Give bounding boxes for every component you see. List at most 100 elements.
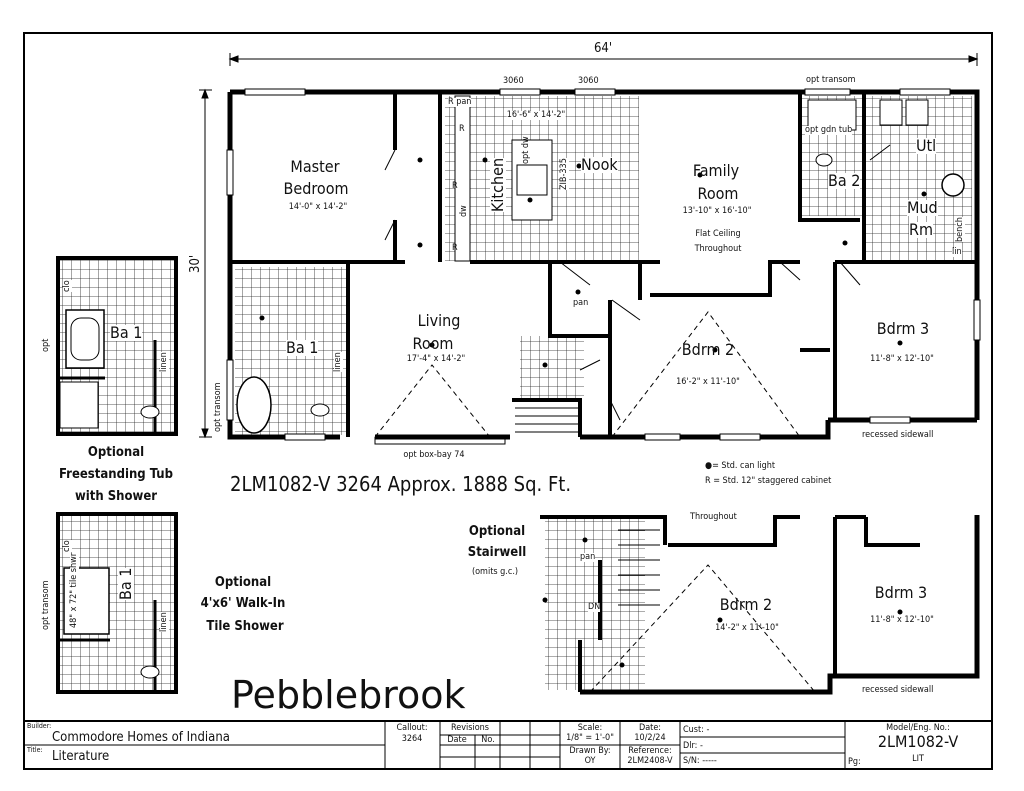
bdrm2-vault-lines [611, 311, 801, 438]
tb-drawn: OY [584, 756, 596, 766]
tb-cust: Cust: - [683, 725, 710, 735]
opt-shower-title-1: Optional [214, 575, 272, 590]
bdrm2-dims: 16'-2" x 11'-10" [676, 377, 740, 387]
box-bay [374, 437, 506, 445]
left-transom-callout: opt transom [213, 382, 223, 433]
tb-sn: S/N: ----- [683, 756, 717, 766]
tb-callout-label: Callout: [396, 723, 428, 733]
opt-shower-transom: opt transom [41, 580, 51, 631]
opt-tub-clo: clo [62, 280, 72, 292]
master-room-label-2: Bedroom [283, 179, 349, 198]
kitchen-cabinet-rpan: R pan [448, 97, 472, 107]
tb-scale: 1/8" = 1'-0" [566, 733, 614, 743]
legend-cabinet: R = Std. 12" staggered cabinet [705, 476, 832, 486]
opt-shower-title-2: 4'x6' Walk-In [200, 596, 286, 611]
opt-stair-pan: pan [580, 552, 596, 562]
ba1-linen: linen [333, 352, 343, 372]
kitchen-cabinet-r2: R [452, 181, 458, 191]
window-callout-1: 3060 [503, 76, 524, 86]
bay-callout: opt box-bay 74 [403, 450, 465, 460]
tb-title-label: Title: [27, 746, 43, 754]
opt-stair-bdrm3-dims: 11'-8" x 12'-10" [870, 615, 934, 625]
opt-stair-subtitle: (omits g.c.) [471, 567, 519, 577]
family-room-dims: 13'-10" x 16'-10" [682, 206, 752, 216]
window-callout-transom: opt transom [806, 75, 856, 85]
kitchen-dims: 16'-6" x 14'-2" [506, 110, 566, 120]
living-room-dims: 17'-4" x 14'-2" [406, 354, 466, 364]
mud-label-2: Rm [909, 220, 934, 239]
opt-shower-linen: linen [159, 612, 169, 632]
model-line: 2LM1082-V 3264 Approx. 1888 Sq. Ft. [230, 472, 572, 496]
bdrm2-label: Bdrm 2 [681, 340, 735, 359]
opt-tub-title-3: with Shower [74, 489, 158, 504]
width-dimension-line [228, 53, 979, 66]
kitchen-cabinet-r1: R [459, 124, 465, 134]
tb-ref: 2LM2408-V [627, 756, 673, 766]
kitchen-dishwasher: dw [459, 205, 469, 217]
stair-tile-floor [520, 336, 584, 400]
opt-shower-clo: clo [62, 540, 72, 552]
opt-tub-title-2: Freestanding Tub [59, 467, 173, 482]
tb-builder: Commodore Homes of Indiana [52, 730, 230, 745]
living-room-label-1: Living [417, 311, 461, 330]
opt-stair-recessed: recessed sidewall [862, 685, 934, 695]
main-floor-plan [226, 88, 981, 445]
opt-stair-title-2: Stairwell [467, 545, 527, 560]
tb-ref-label: Reference: [628, 746, 672, 756]
depth-dimension-line [199, 88, 212, 439]
recessed-sidewall-note: recessed sidewall [862, 430, 934, 440]
mud-label-1: Mud [907, 198, 938, 217]
tb-date-head: Date: [638, 723, 662, 733]
ba2-label: Ba 2 [828, 171, 861, 190]
tb-title: Literature [52, 749, 110, 764]
family-room-note-2: Throughout [694, 244, 742, 254]
ba1-label: Ba 1 [286, 338, 319, 357]
brand-name: Pebblebrook [231, 673, 466, 717]
living-room-label-2: Room [412, 334, 454, 353]
opt-shower-size: 48" x 72" tile shwr [69, 552, 79, 628]
tb-revisions: Revisions [450, 723, 490, 733]
opt-stair-bdrm2-dims: 14'-2" x 11'-10" [715, 623, 779, 633]
family-room-label-2: Room [697, 184, 739, 203]
master-room-label-1: Master [290, 157, 340, 176]
opt-tub-plan [56, 256, 178, 436]
window-callout-2: 3060 [578, 76, 599, 86]
kitchen-label: Kitchen [488, 157, 507, 212]
pantry-label: pan [573, 298, 589, 308]
utl-label: Utl [916, 136, 937, 155]
kitchen-opt-dishwasher: opt dw [521, 136, 531, 164]
ba2-opt-tub: opt gdn tub [805, 125, 853, 135]
kitchen-cabinet-r3: R [452, 243, 458, 253]
opt-stair-title-1: Optional [468, 524, 526, 539]
mud-bench: bench [955, 217, 965, 242]
opt-shower-title-3: Tile Shower [206, 619, 284, 634]
width-dimension: 64' [593, 41, 613, 56]
opt-shower-room-label: Ba 1 [116, 567, 135, 600]
tb-callout: 3264 [401, 734, 423, 744]
tb-drawn-label: Drawn By: [569, 746, 611, 756]
opt-stair-plan [540, 515, 980, 695]
bdrm3-label: Bdrm 3 [876, 319, 930, 338]
family-room-label-1: Family [692, 161, 740, 180]
nook-label: Nook [581, 155, 618, 174]
tb-builder-label: Builder: [27, 722, 52, 730]
tb-no-label: No. [481, 735, 495, 745]
tb-date: 10/2/24 [634, 733, 666, 743]
tb-model: 2LM1082-V [877, 732, 959, 751]
opt-tub-linen: linen [159, 352, 169, 372]
title-block-grid [23, 720, 993, 770]
depth-dimension: 30' [188, 254, 203, 273]
opt-stair-bdrm3-label: Bdrm 3 [874, 583, 928, 602]
master-room-dims: 14'-0" x 14'-2" [288, 202, 348, 212]
tb-pg: LIT [912, 754, 924, 764]
opt-stair-dn: DN [588, 602, 601, 612]
opt-tub-opt: opt [41, 338, 51, 352]
legend-can-light: ●= Std. can light [705, 461, 776, 471]
tb-scale-label: Scale: [577, 723, 603, 733]
tb-model-label: Model/Eng. No.: [886, 723, 950, 733]
tb-pg-label: Pg: [848, 757, 861, 767]
living-vault-lines [374, 364, 491, 438]
family-room-note-1: Flat Ceiling [695, 229, 741, 239]
kitchen-code: ZIB-335 [559, 158, 569, 190]
